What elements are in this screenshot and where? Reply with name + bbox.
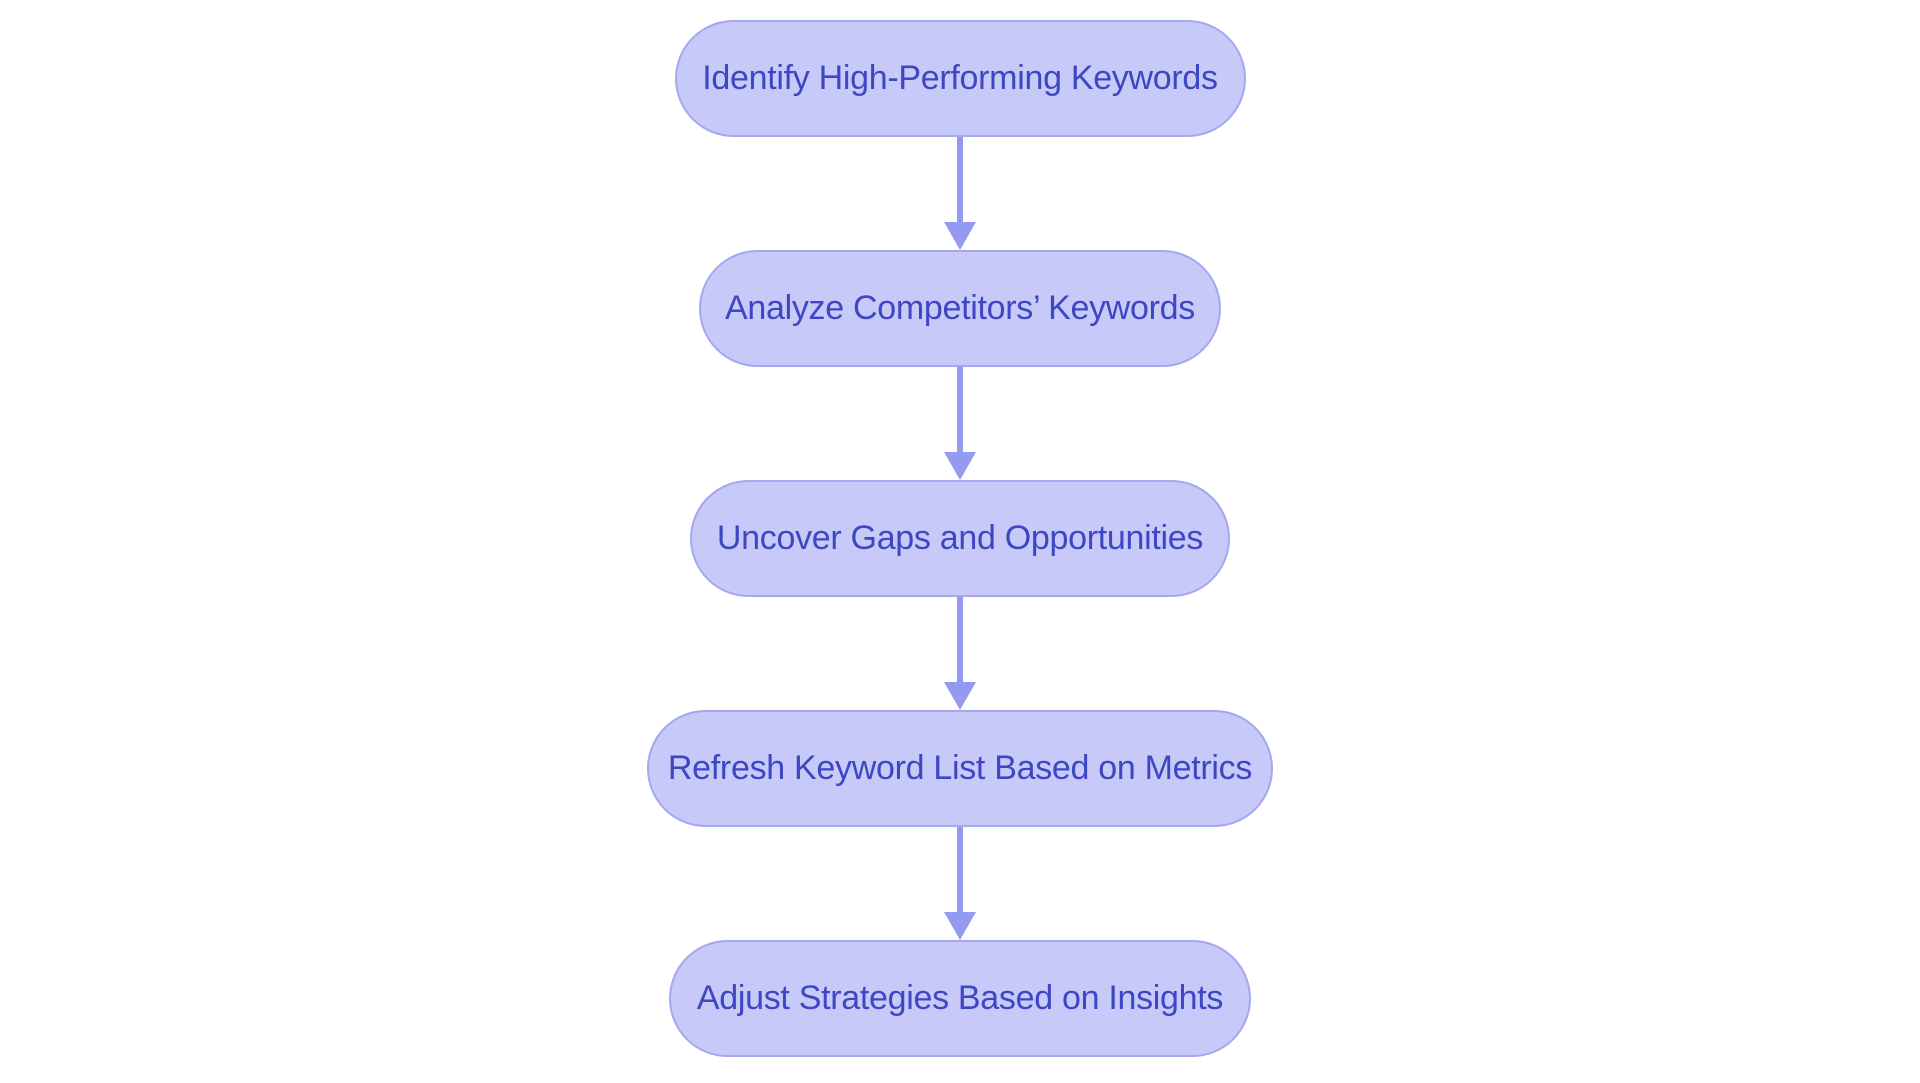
arrow-down-icon: [944, 452, 976, 480]
flow-node-identify-keywords: Identify High-Performing Keywords: [674, 20, 1246, 137]
flow-node-label: Uncover Gaps and Opportunities: [716, 519, 1204, 557]
flow-node-refresh-keyword-list: Refresh Keyword List Based on Metrics: [647, 710, 1273, 827]
arrow-stem: [957, 367, 963, 452]
arrow-stem: [957, 597, 963, 682]
arrow-down-icon: [944, 912, 976, 940]
flow-edge-4: [944, 827, 976, 940]
flow-node-label: Analyze Competitors’ Keywords: [724, 289, 1195, 327]
flow-edge-2: [944, 367, 976, 480]
arrow-down-icon: [944, 682, 976, 710]
flow-node-label: Adjust Strategies Based on Insights: [696, 979, 1224, 1017]
flow-edge-3: [944, 597, 976, 710]
arrow-down-icon: [944, 222, 976, 250]
flow-node-analyze-competitors: Analyze Competitors’ Keywords: [699, 250, 1221, 367]
arrow-stem: [957, 827, 963, 912]
flow-edge-1: [944, 137, 976, 250]
flow-node-uncover-gaps: Uncover Gaps and Opportunities: [690, 480, 1230, 597]
flow-node-label: Identify High-Performing Keywords: [702, 59, 1218, 97]
flow-node-adjust-strategies: Adjust Strategies Based on Insights: [669, 940, 1251, 1057]
flow-node-label: Refresh Keyword List Based on Metrics: [667, 749, 1253, 787]
arrow-stem: [957, 137, 963, 222]
